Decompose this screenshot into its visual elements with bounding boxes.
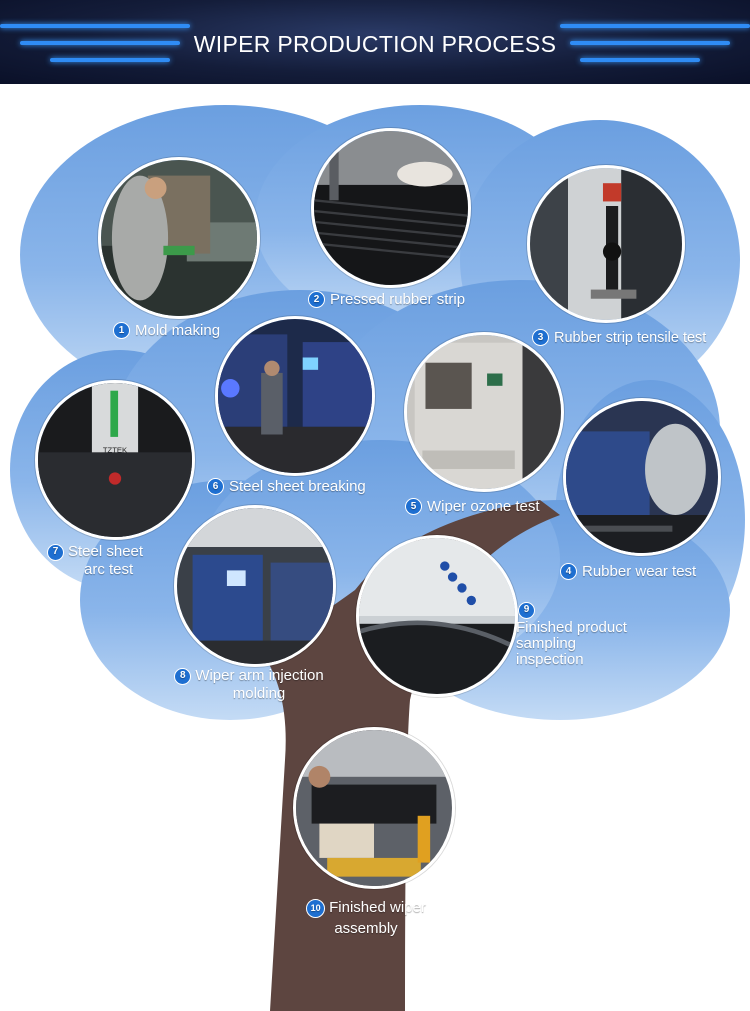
photo-brand-text: TZTEK <box>103 445 128 454</box>
header-line <box>20 41 180 45</box>
header-banner: WIPER PRODUCTION PROCESS <box>0 0 750 84</box>
step-label-line: inspection <box>516 651 584 668</box>
step-label-text: Steel sheet breaking <box>229 478 366 495</box>
step-number-badge: 7 <box>47 543 64 561</box>
step-2-label: 2 Pressed rubber strip <box>308 291 465 308</box>
header-line <box>560 24 750 28</box>
header-line <box>580 58 700 62</box>
step-label-text: Pressed rubber strip <box>330 291 466 308</box>
step-number-badge: 4 <box>560 563 577 580</box>
step-label-text: Wiper ozone test <box>427 498 540 515</box>
step-label-line: Steel sheet <box>68 543 144 560</box>
step-number-badge: 9 <box>518 601 535 619</box>
step-number-badge: 8 <box>174 667 192 685</box>
header-line <box>0 24 190 28</box>
step-label-text: Mold making <box>135 322 221 339</box>
step-9-label: 9 Finished product sampling inspection <box>516 601 646 669</box>
step-4-label: 4 Rubber wear test <box>560 563 696 580</box>
page-title: WIPER PRODUCTION PROCESS <box>193 31 557 57</box>
header-line <box>50 58 170 62</box>
photo-mold-making <box>98 157 260 319</box>
photo-arc-test: TZTEK <box>35 380 195 540</box>
step-1-label: 1 Mold making <box>113 322 220 339</box>
photo-injection-molding <box>174 505 336 667</box>
step-label-line: assembly <box>334 920 398 937</box>
step-3-label: 3 Rubber strip tensile test <box>532 329 706 346</box>
step-label-text: Rubber wear test <box>582 563 697 580</box>
step-label-text: Rubber strip tensile test <box>554 329 707 346</box>
step-label-line: sampling <box>516 635 577 652</box>
step-number-badge: 5 <box>405 498 422 515</box>
step-label-line: molding <box>232 685 286 702</box>
header-line <box>570 41 730 45</box>
photo-sampling-inspection <box>356 535 518 697</box>
step-label-line: Finished product <box>516 619 627 636</box>
step-label-line: arc test <box>84 561 134 578</box>
step-number-badge: 2 <box>308 291 325 308</box>
step-label-line: Wiper arm injection <box>195 667 324 684</box>
photo-tensile-test <box>527 165 685 323</box>
step-label-line: Finished wiper <box>329 899 426 916</box>
step-number-badge: 6 <box>207 478 224 495</box>
photo-steel-sheet-breaking <box>215 316 375 476</box>
step-number-badge: 10 <box>306 898 326 918</box>
photo-ozone-test <box>404 332 564 492</box>
step-number-badge: 1 <box>113 322 130 339</box>
photo-pressed-rubber-strip <box>311 128 471 288</box>
photo-wear-test <box>563 398 721 556</box>
step-5-label: 5 Wiper ozone test <box>405 498 540 515</box>
photo-final-assembly <box>293 727 455 889</box>
step-6-label: 6 Steel sheet breaking <box>207 478 366 495</box>
step-number-badge: 3 <box>532 329 549 346</box>
